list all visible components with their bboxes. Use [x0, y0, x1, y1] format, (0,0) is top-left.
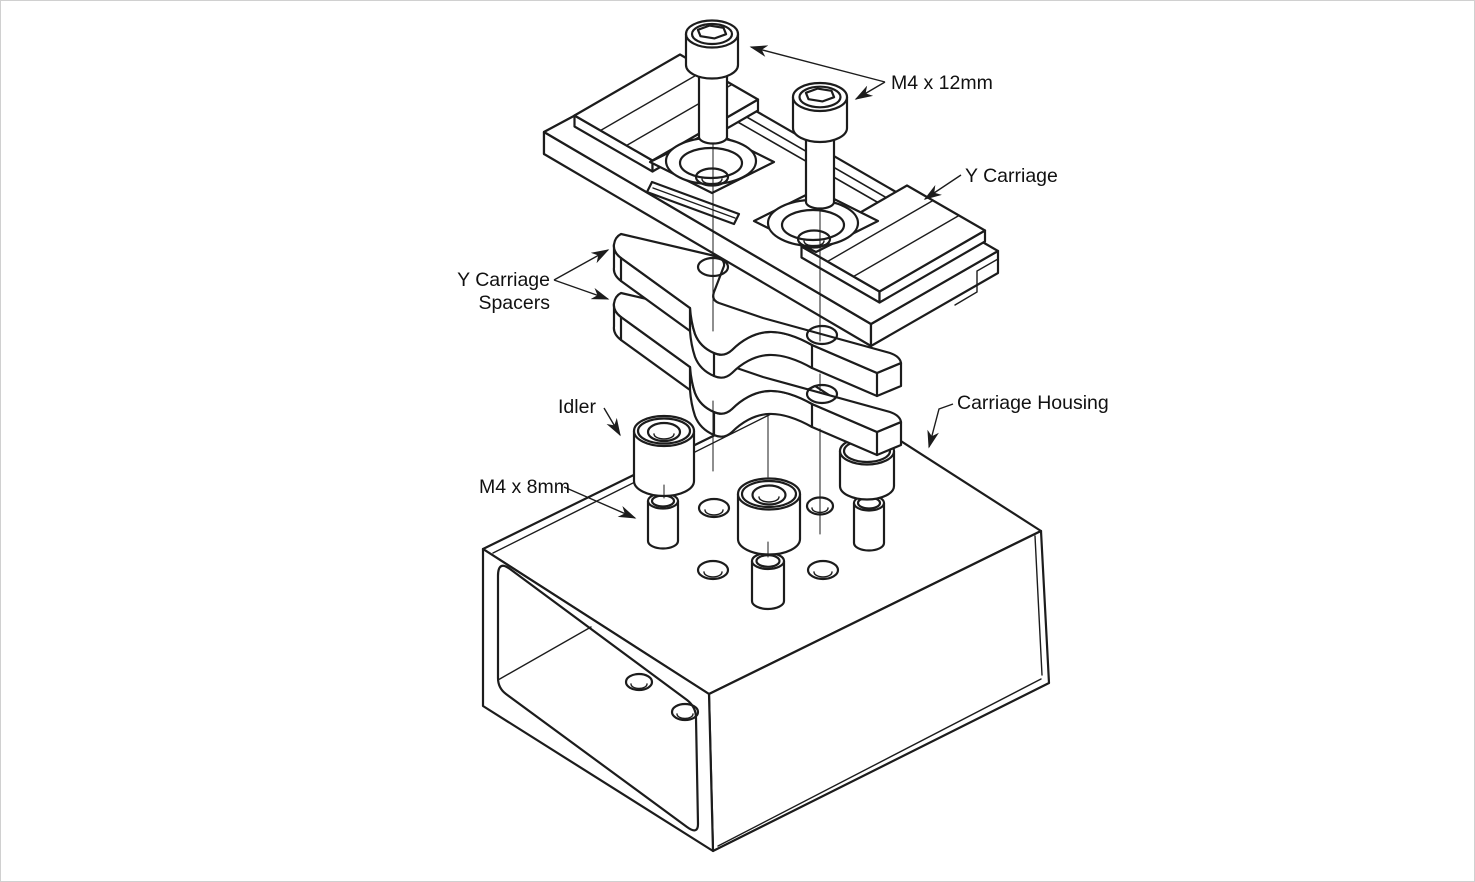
leader-housing — [927, 403, 954, 449]
label-housing: Carriage Housing — [957, 392, 1109, 414]
label-m4x8: M4 x 8mm — [479, 476, 570, 498]
belt-slot — [645, 180, 741, 226]
leader-idler — [603, 407, 621, 437]
callouts: M4 x 12mm Y Carriage Y Carriage Spacers … — [457, 45, 1109, 519]
belt-pad-right — [800, 184, 987, 304]
idler-spool — [632, 414, 696, 499]
label-y-carriage: Y Carriage — [965, 165, 1058, 187]
m4x12-screw-right — [791, 81, 849, 210]
carriage-housing — [481, 384, 1051, 853]
leader-spacers-b — [553, 279, 610, 300]
m4x8-screw-left — [646, 492, 680, 550]
leader-y-carriage — [923, 174, 962, 200]
counterbore-hole-right — [752, 188, 880, 254]
y-carriage-spacer-upper — [612, 232, 903, 398]
idler-spool-center — [736, 404, 802, 558]
y-carriage-plate — [542, 53, 1000, 348]
counterbore-hole-left — [648, 129, 776, 195]
leader-m4x12-b — [854, 81, 886, 100]
label-m4x12: M4 x 12mm — [891, 72, 993, 94]
leader-m4x12-a — [749, 45, 886, 83]
label-spacers-line2: Spacers — [478, 292, 550, 314]
leader-spacers-a — [553, 249, 610, 281]
m4x8-screw-center — [750, 551, 786, 611]
centerlines — [712, 142, 821, 535]
label-spacers-line1: Y Carriage — [457, 269, 550, 291]
m4x12-screw-left — [684, 19, 740, 145]
label-idler: Idler — [558, 396, 596, 418]
leader-m4x8 — [563, 486, 637, 519]
